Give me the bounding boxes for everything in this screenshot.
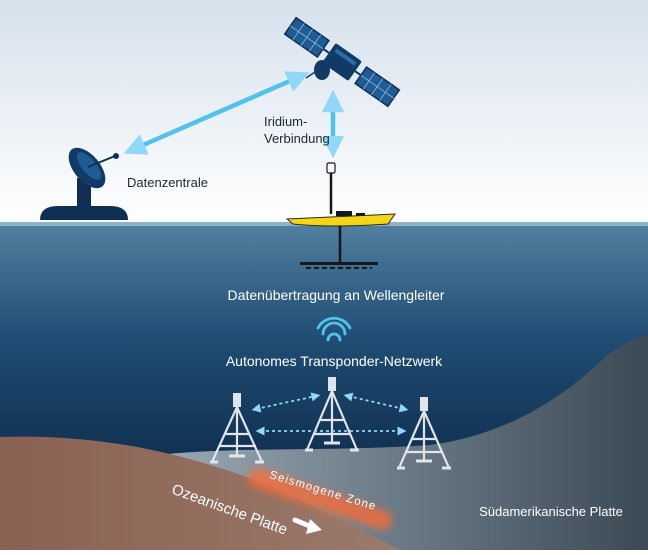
iridium-link-arrow-diagonal: [123, 71, 310, 155]
data-transfer-label: Datenübertragung an Wellengleiter: [228, 287, 445, 303]
acoustic-ranging-arrows: [251, 392, 409, 436]
wifi-signal-icon: [316, 316, 352, 342]
transponder-tripod-icon: [210, 393, 264, 464]
transponder-tripod-icon: [397, 397, 451, 470]
satellite-icon: [283, 16, 401, 108]
plate-motion-arrow: [292, 517, 322, 534]
transponder-tripod-icon: [305, 377, 359, 452]
dish-antenna-icon: [40, 147, 128, 220]
wave-glider-icon: [285, 162, 396, 269]
data-center-label: Datenzentrale: [127, 175, 208, 190]
sky: [0, 0, 648, 224]
transponder-network-label: Autonomes Transponder-Netzwerk: [226, 353, 443, 369]
iridium-link-label-line2: Verbindung: [264, 131, 330, 146]
south-american-plate-label: Südamerikanische Platte: [479, 504, 623, 519]
iridium-link-label-line1: Iridium-: [264, 114, 307, 129]
